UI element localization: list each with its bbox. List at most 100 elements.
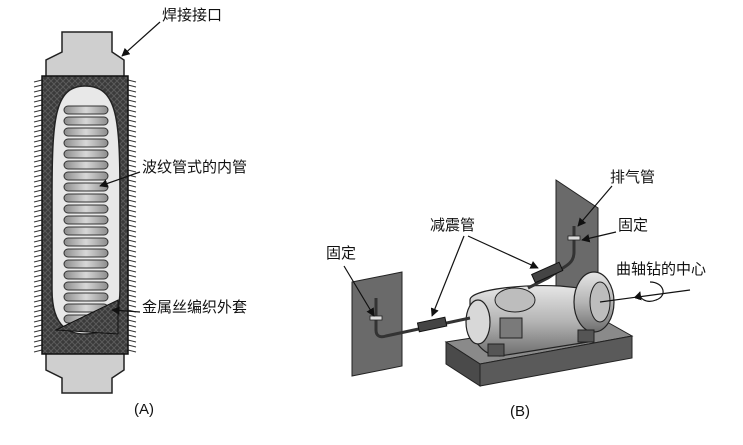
braid-bristle <box>127 179 137 183</box>
braid-bristle <box>127 319 137 323</box>
braid-bristle <box>33 304 43 308</box>
braid-bristle <box>33 344 43 348</box>
braid-bristle <box>127 169 137 173</box>
corrugation-rib <box>63 204 109 214</box>
braid-bristle <box>33 309 43 313</box>
braid-bristle <box>127 189 137 193</box>
braid-bristle <box>127 349 137 353</box>
braid-bristle <box>33 259 43 263</box>
braid-bristle <box>33 94 43 98</box>
braid-bristle <box>33 79 43 83</box>
braid-bristle <box>33 239 43 243</box>
braid-bristle <box>33 339 43 343</box>
braid-bristle <box>33 319 43 323</box>
right-damping-tube <box>531 261 564 284</box>
braid-bristle <box>33 214 43 218</box>
braid-bristle <box>33 279 43 283</box>
leader-weld-joint <box>121 21 161 57</box>
braid-bristle <box>33 159 43 163</box>
braid-bristle <box>127 299 137 303</box>
braid-bristle <box>127 229 137 233</box>
corrugation-rib <box>63 248 109 258</box>
braid-bristle <box>127 314 137 318</box>
braid-bristle <box>33 109 43 113</box>
braid-bristle <box>127 344 137 348</box>
right-clamp <box>567 235 581 241</box>
braid-bristle <box>127 164 137 168</box>
braid-bristle <box>127 139 137 143</box>
braid-bristle <box>127 234 137 238</box>
braid-bristle <box>33 194 43 198</box>
label-damping-tube: 减震管 <box>430 216 476 234</box>
leader-fixed-right <box>581 231 617 243</box>
engine-foot-left <box>487 343 505 357</box>
braid-bristle <box>33 129 43 133</box>
flexible-hose-figure <box>33 31 137 394</box>
braid-bristle <box>127 224 137 228</box>
braid-bristle <box>33 329 43 333</box>
braid-bristle <box>33 89 43 93</box>
braid-bristle <box>33 219 43 223</box>
braid-bristle <box>33 169 43 173</box>
braid-bristle <box>33 199 43 203</box>
crankshaft-axis-line <box>599 289 691 303</box>
braid-bristle <box>33 179 43 183</box>
braid-bristle <box>33 84 43 88</box>
braid-bristle <box>127 279 137 283</box>
braid-bristle <box>127 94 137 98</box>
braid-bristle <box>33 234 43 238</box>
leader-inner-tube <box>99 171 141 188</box>
corrugation-rib <box>63 237 109 247</box>
braid-bristle <box>127 219 137 223</box>
braid-bristle <box>127 149 137 153</box>
braid-bristle <box>33 254 43 258</box>
braid-bristle <box>127 284 137 288</box>
leader-damper-right <box>467 235 539 269</box>
left-clamp <box>369 315 383 321</box>
braid-bristle <box>127 304 137 308</box>
braid-bristle <box>127 334 137 338</box>
braid-bristle <box>33 224 43 228</box>
braid-bristle <box>33 294 43 298</box>
braid-bristle <box>127 184 137 188</box>
braid-bristle <box>127 109 137 113</box>
engine-front-cover <box>465 299 491 345</box>
top-weld-fitting <box>45 31 125 79</box>
braid-fringe <box>33 79 137 353</box>
braid-bristle <box>127 154 137 158</box>
braid-bristle <box>127 79 137 83</box>
braid-bristle <box>33 314 43 318</box>
cylinder-head <box>494 287 536 313</box>
braid-bristle <box>127 124 137 128</box>
braid-bristle <box>127 324 137 328</box>
leader-damper-left <box>430 235 465 317</box>
corrugation-rib <box>63 215 109 225</box>
braid-bristle <box>33 119 43 123</box>
braid-bristle <box>127 99 137 103</box>
braid-bristle <box>127 274 137 278</box>
left-pipe <box>374 298 471 339</box>
engine-base-side <box>479 335 633 387</box>
label-metal-braid-sleeve: 金属丝编织外套 <box>142 298 248 316</box>
label-fixed-right: 固定 <box>618 216 649 234</box>
braid-cutaway-edge <box>54 299 119 335</box>
braid-bristle <box>127 294 137 298</box>
corrugation-rib <box>63 160 109 170</box>
corrugation-rib <box>63 171 109 181</box>
braid-bristle <box>127 119 137 123</box>
leader-braid-sleeve <box>111 306 141 315</box>
corrugation-rib <box>63 259 109 269</box>
bottom-weld-fitting <box>45 351 125 394</box>
braid-bristle <box>33 244 43 248</box>
braid-bristle <box>127 254 137 258</box>
braid-bristle <box>33 124 43 128</box>
corrugation-rib <box>63 149 109 159</box>
corrugation-rib <box>63 292 109 302</box>
label-corrugated-inner-tube: 波纹管式的内管 <box>142 158 248 176</box>
corrugation-rib <box>63 127 109 137</box>
braid-bristle <box>33 164 43 168</box>
braid-bristle <box>33 274 43 278</box>
corrugation-rib <box>63 281 109 291</box>
braid-bristle <box>127 159 137 163</box>
